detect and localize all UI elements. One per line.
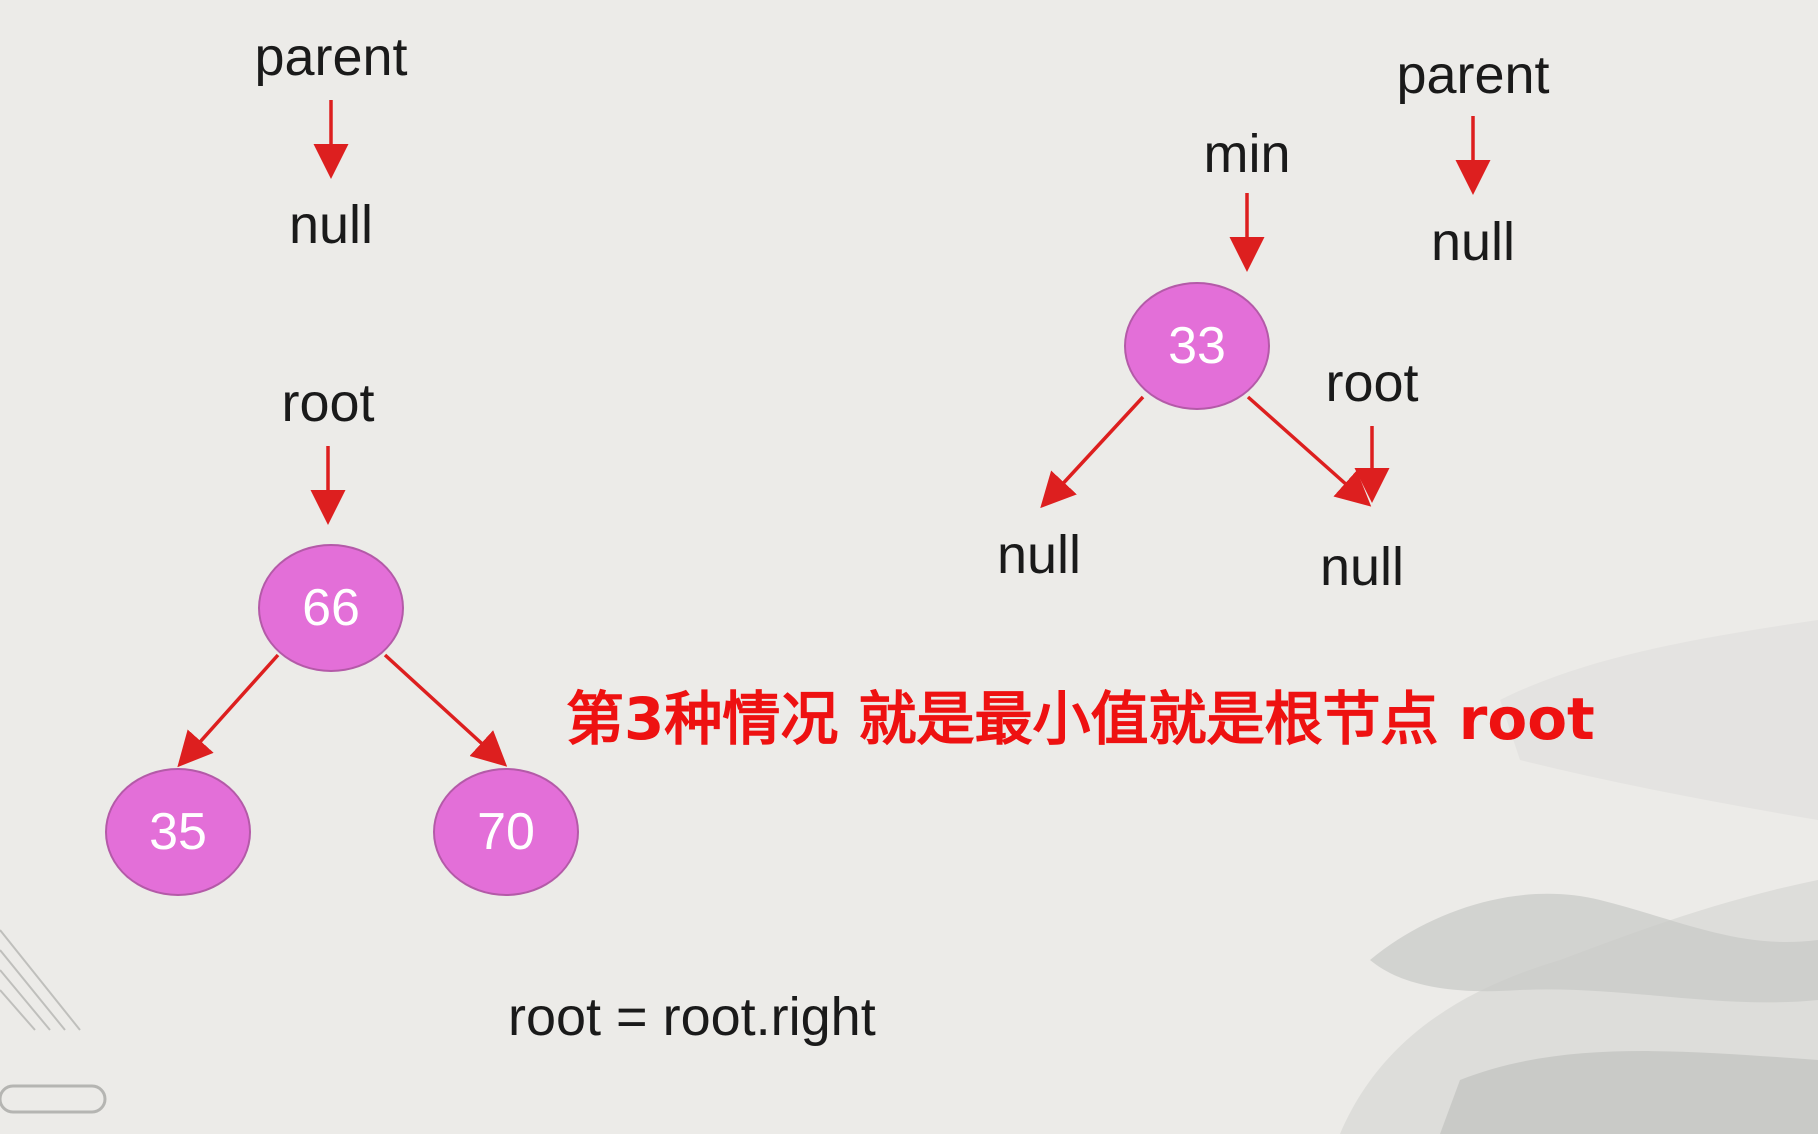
right-root-label: root [1325,353,1419,413]
right-parent-label: parent [1396,45,1550,105]
tree-node-66: 66 [258,544,404,672]
edge-66-to-35 [177,653,280,768]
tree-node-33: 33 [1124,282,1270,410]
left-parent-null-label: null [288,195,374,255]
tree-node-35: 35 [105,768,251,896]
left-root-label: root [281,373,375,433]
min-label: min [1203,124,1291,184]
tree-node-70: 70 [433,768,579,896]
case-caption: 第3种情况 就是最小值就是根节点 root [566,685,1595,753]
left-parent-label: parent [254,27,408,87]
edge-66-to-70 [383,653,508,767]
left-null-child-label: null [996,525,1082,585]
edge-33-to-left-null [1040,395,1145,509]
edge-33-to-right-null [1246,395,1372,507]
right-null-child-label: null [1319,537,1405,597]
formula-text: root = root.right [508,987,876,1047]
right-parent-null-label: null [1430,212,1516,272]
